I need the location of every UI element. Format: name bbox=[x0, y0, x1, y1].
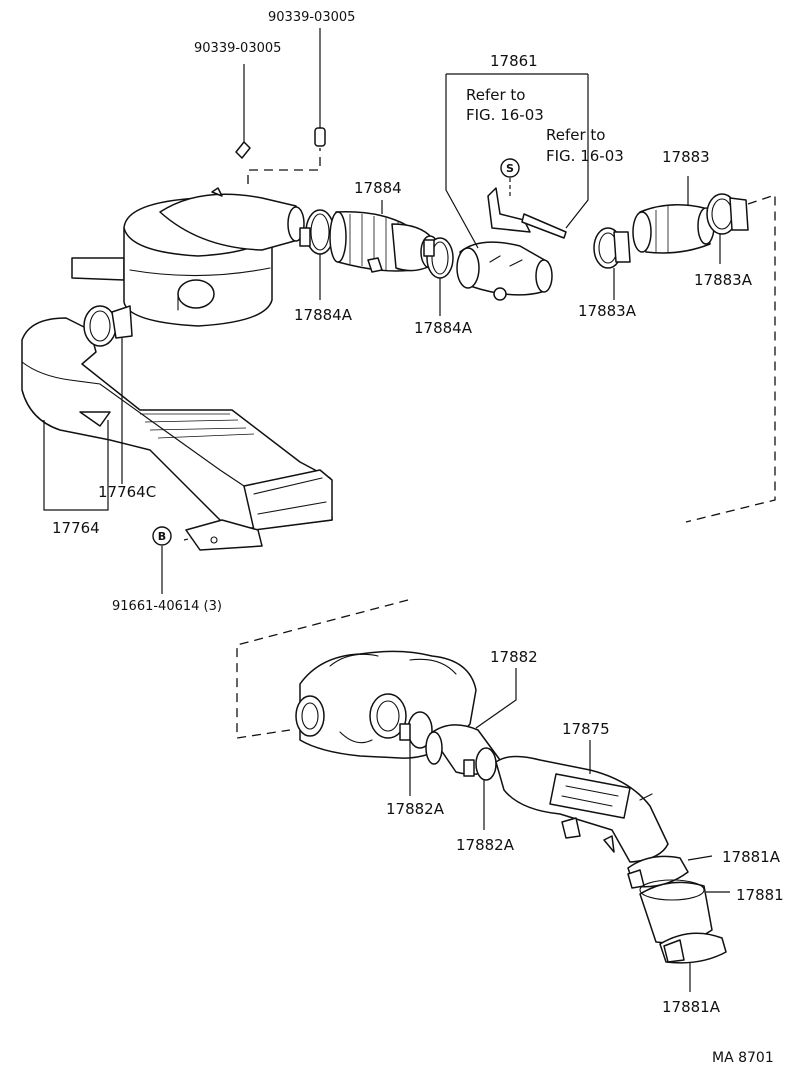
plug-90339-a bbox=[235, 64, 251, 159]
label-refer-b-2: FIG. 16-03 bbox=[546, 147, 624, 165]
clamp-17882A-left bbox=[399, 711, 433, 796]
air-flow-meter-17861 bbox=[456, 187, 567, 301]
connector-dashed-right bbox=[685, 194, 776, 523]
hose-17881 bbox=[639, 879, 730, 944]
clamp-17883A-right bbox=[706, 193, 749, 264]
label-17884: 17884 bbox=[354, 179, 402, 197]
label-17881A-upper: 17881A bbox=[722, 848, 781, 866]
label-17884A-right: 17884A bbox=[414, 319, 473, 337]
label-17875: 17875 bbox=[562, 720, 610, 738]
connector-dashed-1 bbox=[247, 148, 321, 184]
label-90339-b: 90339-03005 bbox=[268, 10, 355, 25]
label-refer-a-2: FIG. 16-03 bbox=[466, 106, 544, 124]
air-cleaner-case bbox=[71, 187, 305, 327]
label-17882: 17882 bbox=[490, 648, 538, 666]
clamp-17884A-left bbox=[299, 209, 335, 300]
svg-text:B: B bbox=[158, 530, 166, 543]
hose-17883 bbox=[632, 176, 715, 254]
clamp-17881A-upper bbox=[627, 855, 713, 889]
clamp-17764C bbox=[83, 305, 133, 484]
label-refer-a-1: Refer to bbox=[466, 86, 525, 104]
plug-90339-b bbox=[314, 28, 326, 147]
hose-17884 bbox=[329, 200, 440, 273]
symbol-s: S bbox=[500, 158, 520, 178]
label-17881A-lower: 17881A bbox=[662, 998, 721, 1016]
label-17881: 17881 bbox=[736, 886, 784, 904]
clamp-17884A-right bbox=[423, 237, 454, 316]
label-17884A-left: 17884A bbox=[294, 306, 353, 324]
pipe-17875 bbox=[495, 740, 669, 863]
label-90339-a: 90339-03005 bbox=[194, 41, 281, 56]
symbol-b: B bbox=[152, 526, 172, 594]
label-17882A-left: 17882A bbox=[386, 800, 445, 818]
svg-text:S: S bbox=[506, 162, 514, 175]
label-17861: 17861 bbox=[490, 52, 538, 70]
label-17883A-left: 17883A bbox=[578, 302, 637, 320]
clamp-17883A-left bbox=[593, 227, 631, 300]
label-17882A-right: 17882A bbox=[456, 836, 515, 854]
label-17883: 17883 bbox=[662, 148, 710, 166]
air-intake-duct-17764 bbox=[21, 317, 333, 551]
label-17764: 17764 bbox=[52, 519, 100, 537]
leader-17861 bbox=[445, 73, 589, 249]
label-refer-b-1: Refer to bbox=[546, 126, 605, 144]
label-91661: 91661-40614 (3) bbox=[112, 599, 222, 614]
clamp-17882A-right bbox=[463, 747, 497, 830]
label-17883A-right: 17883A bbox=[694, 271, 753, 289]
label-17764C: 17764C bbox=[98, 483, 156, 501]
diagram-code: MA 8701 bbox=[712, 1050, 774, 1066]
clamp-17881A-lower bbox=[659, 932, 727, 992]
